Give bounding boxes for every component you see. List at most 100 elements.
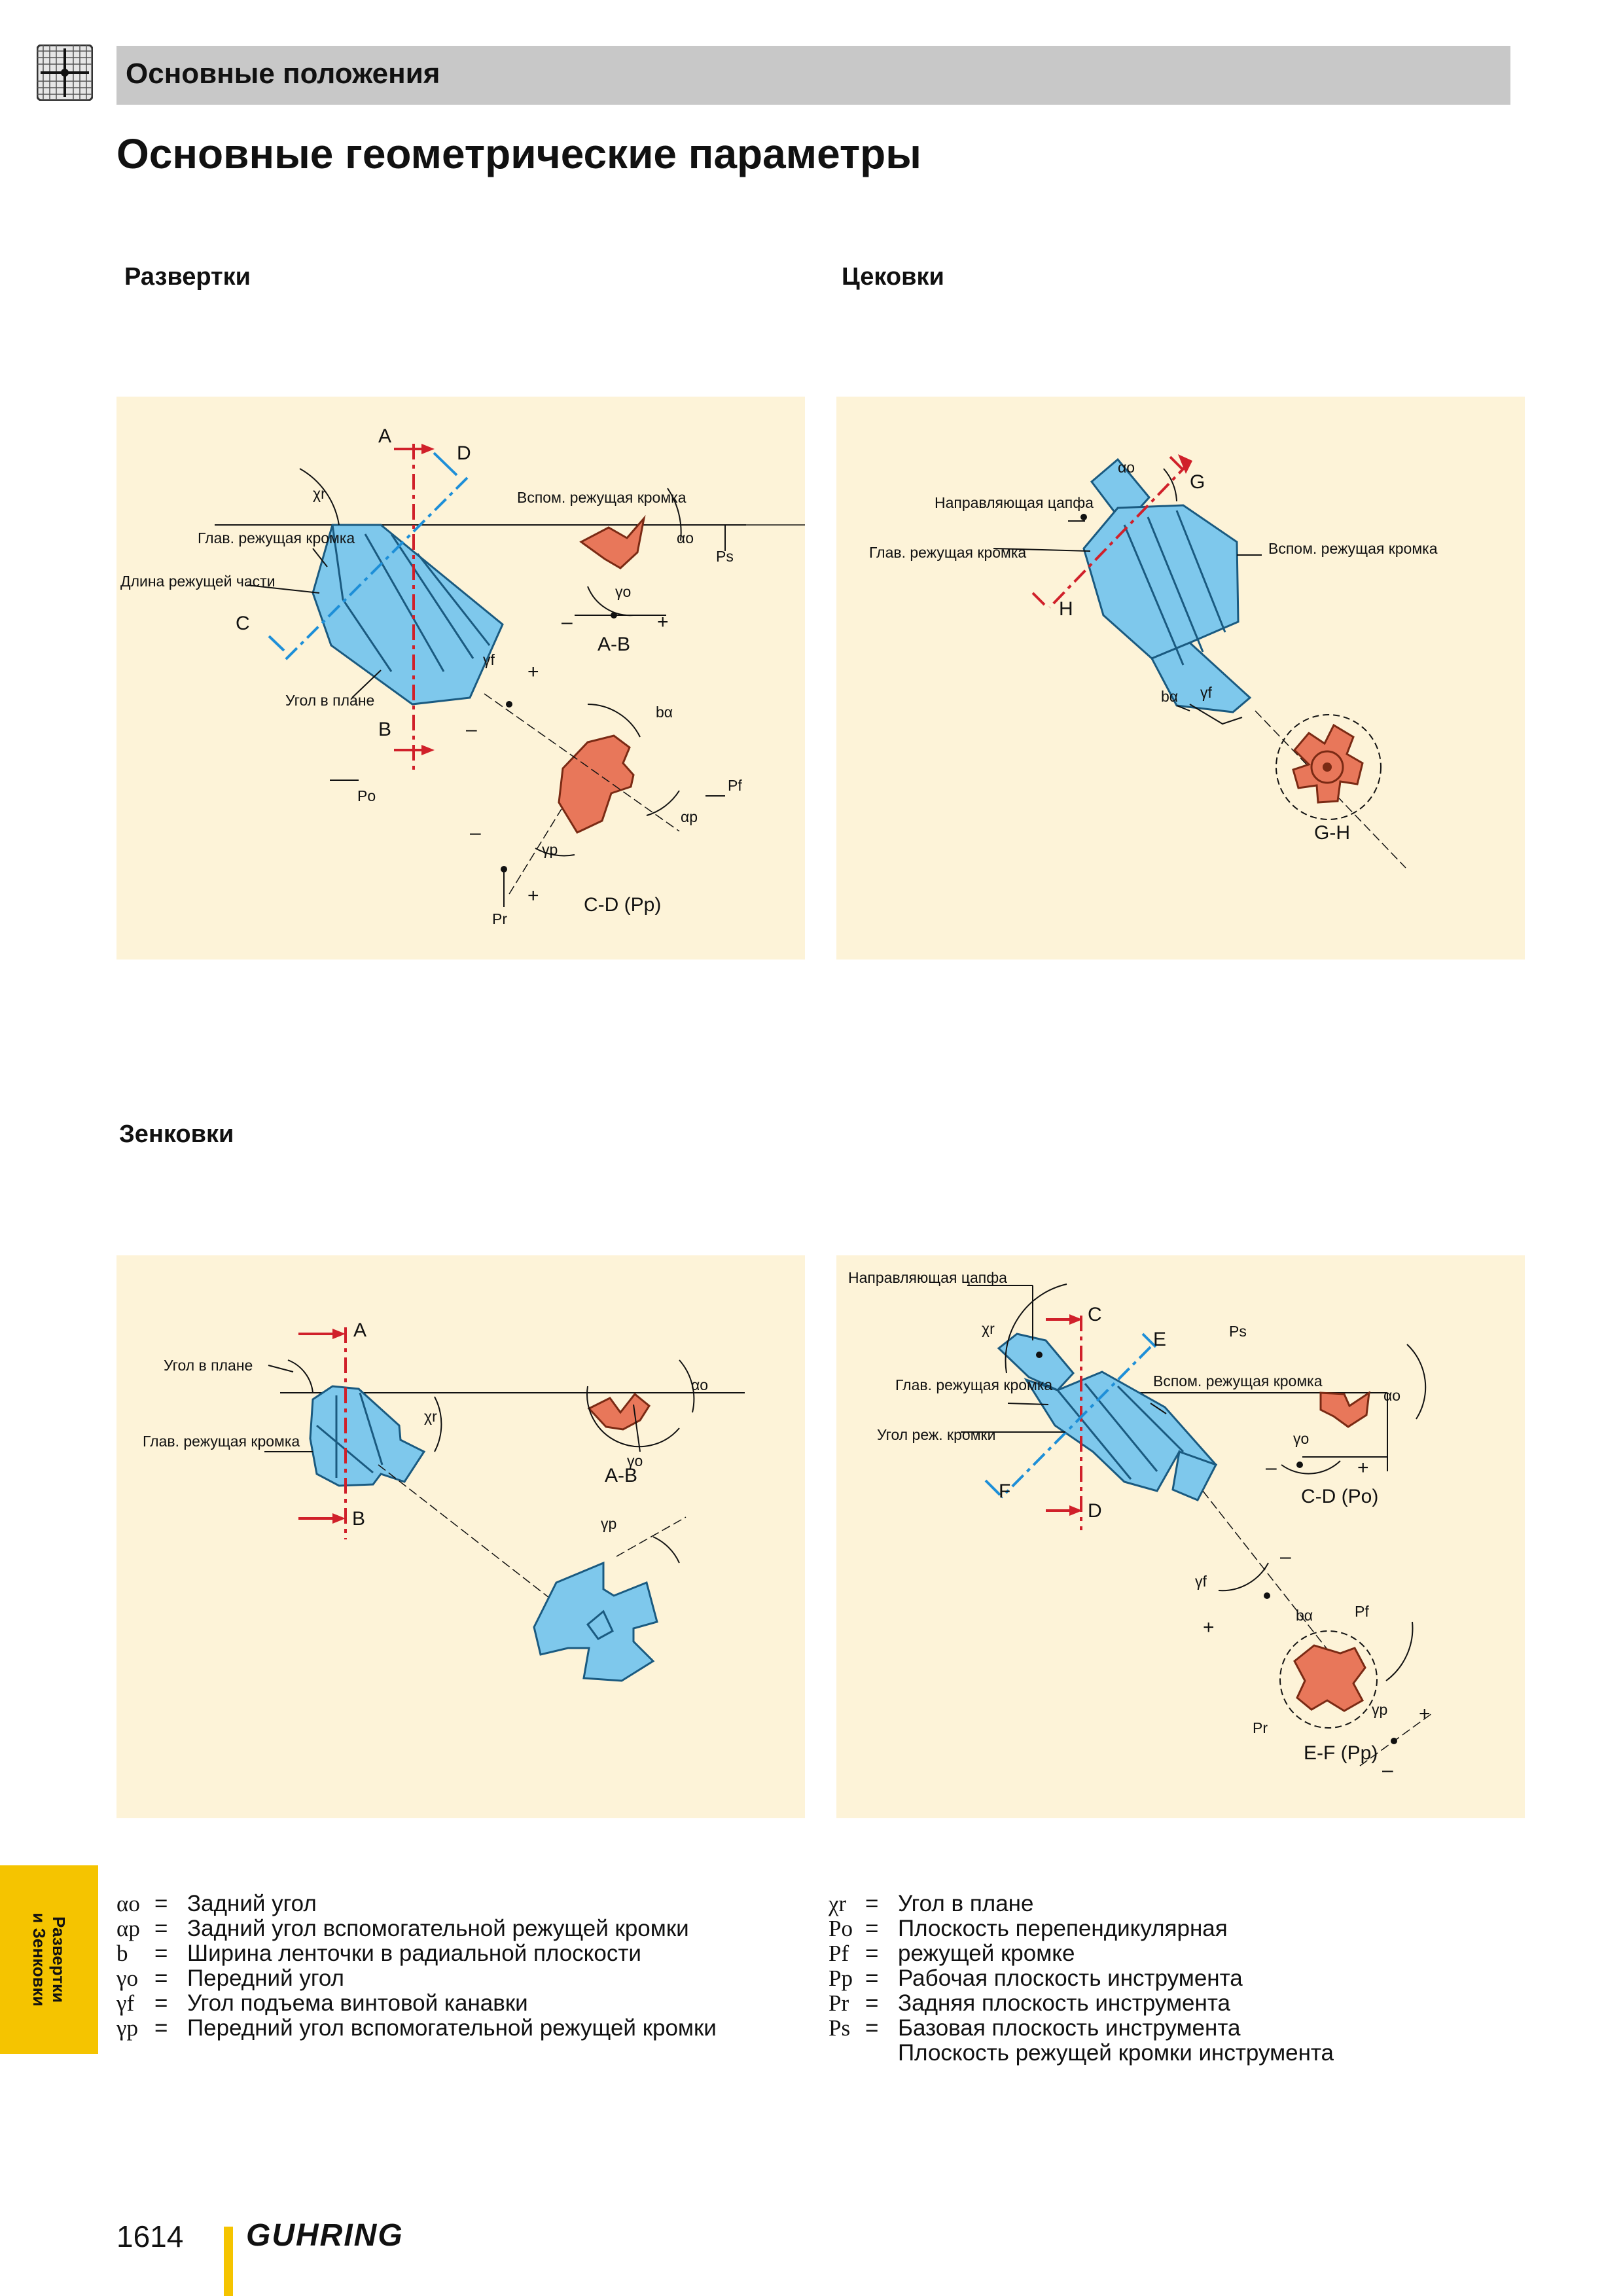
- label-main-edge: Глав. режущая кромка: [143, 1433, 300, 1450]
- label-minus-1: –: [1266, 1457, 1277, 1479]
- page-title: Основные геометрические параметры: [116, 130, 921, 177]
- label-pf: Pf: [728, 777, 742, 794]
- label-section-cd: C-D (Pp): [584, 894, 661, 916]
- legend-row: αo=Задний угол: [116, 1891, 317, 1916]
- label-letter-b: B: [352, 1508, 365, 1530]
- legend-row: Pr=Задняя плоскость инструмента: [829, 1990, 1230, 2016]
- section-ef-profile: [1279, 1630, 1378, 1729]
- label-section-ab: A-B: [597, 634, 630, 655]
- label-letter-d: D: [1088, 1500, 1102, 1522]
- label-minus-3: –: [470, 822, 481, 844]
- label-pr: Pr: [492, 910, 507, 927]
- label-aux-edge: Вспом. режущая кромка: [1268, 540, 1438, 557]
- label-plan-angle: Угол в плане: [164, 1357, 253, 1374]
- label-chi-r: χr: [982, 1320, 995, 1337]
- label-pilot: Направляющая цапфа: [848, 1269, 1007, 1286]
- side-tab-line-1: Развертки: [49, 1916, 69, 2003]
- label-plus-3: +: [1419, 1703, 1431, 1725]
- reamer-diagram: A D C B Глав. режущая кромка Длина режущ…: [116, 397, 805, 960]
- legend-row: Po=Плоскость перепендикулярная: [829, 1916, 1228, 1941]
- label-minus-2: –: [1280, 1546, 1291, 1568]
- label-chi-r: χr: [424, 1408, 437, 1425]
- label-gamma-f: γf: [1200, 684, 1213, 701]
- label-pf: Pf: [1355, 1603, 1369, 1620]
- label-pr: Pr: [1253, 1719, 1268, 1736]
- label-alpha-o: αo: [691, 1376, 708, 1393]
- label-letter-b: B: [378, 719, 391, 740]
- label-aux-edge: Вспом. режущая кромка: [517, 489, 687, 506]
- label-aux-edge: Вспом. режущая кромка: [1153, 1372, 1323, 1390]
- label-plus-3: +: [527, 885, 539, 906]
- legend-left: αo=Задний угол αp=Задний угол вспомогате…: [116, 1892, 810, 2041]
- section-title-countersinks: Зенковки: [119, 1121, 234, 1148]
- legend-row: b=Ширина ленточки в радиальной плоскости: [116, 1941, 641, 1966]
- label-letter-g: G: [1190, 471, 1205, 493]
- label-chi-r: χr: [313, 485, 326, 502]
- label-plus-2: +: [527, 661, 539, 683]
- label-section-ab: A-B: [605, 1465, 637, 1486]
- label-gamma-o: γo: [627, 1452, 643, 1469]
- legend-row: αp=Задний угол вспомогательной режущей к…: [116, 1916, 689, 1941]
- counterbore-tool-body: [1080, 457, 1252, 713]
- side-tab-label: Развертки и Зенковки: [29, 1912, 69, 2006]
- header-title: Основные положения: [126, 58, 440, 90]
- label-gamma-p: γp: [1372, 1701, 1387, 1718]
- section-title-counterbores: Цековки: [842, 263, 944, 291]
- legend-row: γp=Передний угол вспомогательной режущей…: [116, 2015, 717, 2041]
- label-letter-h: H: [1059, 598, 1073, 620]
- side-tab-line-2: и Зенковки: [29, 1912, 49, 2007]
- legend-right: χr=Угол в плане Po=Плоскость перепендику…: [829, 1892, 1522, 2066]
- countersink-diagram: A B Угол в плане Глав. режущая кромка A-…: [116, 1255, 805, 1818]
- legend-row: Pp=Рабочая плоскость инструмента: [829, 1965, 1243, 1991]
- reamer-tool-body: [312, 524, 504, 706]
- label-po: Po: [357, 787, 376, 804]
- header-bar: [116, 46, 1510, 105]
- section-cd-profile: [1319, 1390, 1370, 1428]
- grid-logo-icon: [36, 44, 94, 101]
- side-tab[interactable]: Развертки и Зенковки: [0, 1865, 98, 2054]
- label-minus-2: –: [466, 719, 477, 740]
- brand-logo: GUHRING: [246, 2218, 404, 2253]
- label-alpha-o: αo: [677, 529, 694, 547]
- label-plus-1: +: [1357, 1457, 1369, 1479]
- label-letter-d: D: [457, 442, 471, 464]
- label-b-alpha: bα: [1296, 1607, 1313, 1624]
- label-main-edge: Глав. режущая кромка: [895, 1376, 1052, 1393]
- section-gh-profile: [1275, 714, 1382, 820]
- label-gamma-o: γo: [615, 583, 631, 600]
- label-minus-3: –: [1382, 1759, 1393, 1781]
- label-section-cd: C-D (Po): [1301, 1486, 1378, 1507]
- label-minus-1: –: [562, 611, 573, 633]
- label-section-gh: G-H: [1314, 822, 1350, 844]
- label-alpha-o: αo: [1383, 1387, 1400, 1404]
- label-letter-f: F: [999, 1480, 1010, 1502]
- section-title-reamers: Развертки: [124, 263, 251, 291]
- footer-divider: [224, 2227, 233, 2296]
- legend-row: Плоскость режущей кромки инструмента: [898, 2040, 1334, 2066]
- legend-row: γo=Передний угол: [116, 1965, 344, 1991]
- section-cd-profile: [558, 734, 635, 834]
- label-plus-1: +: [657, 611, 669, 633]
- legend-row: Pf=режущей кромке: [829, 1941, 1075, 1966]
- countersink-tool-body: [309, 1385, 426, 1487]
- label-b-alpha: bα: [656, 704, 673, 721]
- legend-row: γf=Угол подъема винтовой канавки: [116, 1990, 528, 2016]
- countersink-pilot-tool-body: [997, 1333, 1218, 1501]
- countersink-pilot-diagram: Направляющая цапфа Глав. режущая кромка …: [836, 1255, 1525, 1818]
- page-number: 1614: [116, 2219, 184, 2253]
- label-gamma-p: γp: [542, 841, 558, 858]
- label-gamma-f: γf: [1195, 1573, 1207, 1590]
- label-gamma-o: γo: [1293, 1430, 1309, 1447]
- label-gamma-p: γp: [601, 1515, 616, 1532]
- legend-row: χr=Угол в плане: [829, 1891, 1034, 1916]
- label-letter-c: C: [1088, 1304, 1102, 1325]
- label-b-alpha: bα: [1161, 688, 1178, 705]
- label-letter-a: A: [378, 425, 391, 447]
- countersink-front-view: [533, 1561, 658, 1682]
- label-plus-2: +: [1203, 1617, 1215, 1638]
- label-ps: Ps: [716, 548, 734, 565]
- label-cut-length: Длина режущей части: [120, 573, 276, 590]
- section-ab-profile: [579, 514, 646, 569]
- label-ps: Ps: [1229, 1323, 1247, 1340]
- legend-row: Ps=Базовая плоскость инструмента: [829, 2015, 1241, 2041]
